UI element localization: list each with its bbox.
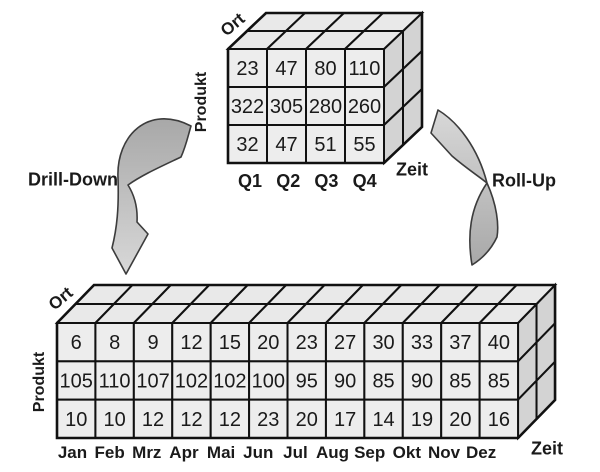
cube-cell-value: 23 — [236, 58, 258, 80]
cube-outline — [55, 283, 557, 440]
cube-cell-value: 23 — [296, 332, 318, 354]
cube-cell-value: 322 — [231, 96, 264, 118]
time-column-label: Q1 — [238, 171, 262, 191]
time-column-label: Sep — [354, 443, 385, 462]
cube-cell — [132, 322, 174, 363]
cube-cell-value: 85 — [372, 370, 394, 392]
roll-up-arrow — [430, 109, 499, 266]
time-column-label: Nov — [428, 443, 461, 462]
cube-cell-value: 85 — [488, 370, 510, 392]
cube-cell-value: 8 — [109, 332, 120, 354]
cube-cell-value: 102 — [175, 370, 208, 392]
cube-cell-value: 110 — [349, 58, 381, 80]
cube-cell — [478, 322, 520, 363]
cube-cell — [248, 398, 289, 439]
cube-cell — [344, 124, 385, 164]
cube-cell-value: 10 — [104, 409, 126, 431]
time-column-label: Mai — [207, 443, 235, 462]
cube-cell — [266, 86, 307, 126]
cube-cell-value: 12 — [180, 409, 202, 431]
cube-cell — [94, 360, 135, 401]
cube-cell-value: 12 — [219, 409, 241, 431]
drill-down-arrow — [111, 118, 192, 275]
time-column-label: Okt — [393, 443, 422, 462]
cube-cell-value: 33 — [411, 332, 433, 354]
time-column-label: Q4 — [353, 171, 377, 191]
cube-cell-value: 47 — [275, 58, 297, 80]
cube-cell-value: 80 — [314, 58, 336, 80]
cube-cell-value: 23 — [257, 409, 279, 431]
time-column-label: Jan — [58, 443, 87, 462]
time-column-label: Aug — [316, 443, 349, 462]
cube-cell-value: 85 — [449, 370, 471, 392]
cube-cell-value: 280 — [309, 96, 342, 118]
cube-cell-value: 12 — [180, 332, 202, 354]
cube-cell-value: 47 — [275, 134, 297, 156]
cube-cell — [171, 360, 212, 401]
roll-up-label: Roll-Up — [492, 170, 556, 191]
cube-cell-value: 260 — [348, 96, 381, 118]
cube-cell-value: 90 — [411, 370, 433, 392]
cube-cell — [324, 322, 366, 363]
cube-outline — [226, 11, 424, 165]
cube-cell-value: 10 — [65, 409, 87, 431]
cube-cell-value: 15 — [219, 332, 241, 354]
cube-cell-value: 37 — [449, 332, 471, 354]
time-column-label: Jun — [243, 443, 273, 462]
top-cube-produkt-axis-label: Produkt — [193, 71, 210, 133]
cube-cell-value: 305 — [270, 96, 303, 118]
cube-cell-value: 51 — [314, 134, 336, 156]
cube-cell-value: 102 — [213, 370, 246, 392]
drill-down-label: Drill-Down — [28, 169, 118, 190]
cube-cell-value: 9 — [147, 332, 158, 354]
cube-cell-value: 16 — [488, 409, 510, 431]
time-column-label: Mrz — [132, 443, 161, 462]
time-column-label: Q2 — [276, 171, 300, 191]
cube-cell-value: 40 — [488, 332, 510, 354]
time-column-label: Apr — [169, 443, 199, 462]
top-cube-zeit-axis-label: Zeit — [395, 159, 429, 180]
cube-cell-value: 110 — [99, 370, 131, 392]
cube-cell-value: 20 — [296, 409, 318, 431]
cube-cell — [440, 322, 481, 363]
time-column-label: Q3 — [314, 171, 338, 191]
cube-cell-value: 107 — [136, 370, 169, 392]
cube-cell-value: 6 — [71, 332, 82, 354]
cube-cell-value: 105 — [60, 370, 93, 392]
time-column-label: Dez — [466, 443, 496, 462]
time-column-label: Feb — [95, 443, 125, 462]
cube-cell-value: 100 — [252, 370, 285, 392]
cube-cell-value: 20 — [257, 332, 279, 354]
time-column-label: Jul — [283, 443, 308, 462]
cube-cell-value: 30 — [372, 332, 394, 354]
cube-cell-value: 14 — [372, 409, 394, 431]
cube-cell-value: 20 — [449, 409, 471, 431]
cube-cell — [363, 360, 404, 401]
cube-cell-value: 32 — [236, 134, 258, 156]
cube-cell-value: 27 — [334, 332, 356, 354]
bottom-cube-zeit-axis-label: Zeit — [530, 438, 564, 459]
cube-cell-value: 17 — [334, 409, 356, 431]
cube-cell-value: 19 — [411, 409, 433, 431]
cube-cell-value: 95 — [296, 370, 318, 392]
cube-cell — [56, 322, 97, 363]
cube-cell-value: 55 — [353, 134, 375, 156]
bottom-cube-produkt-axis-label: Produkt — [31, 351, 48, 413]
cube-cell-value: 12 — [142, 409, 164, 431]
cube-cell-value: 90 — [334, 370, 356, 392]
